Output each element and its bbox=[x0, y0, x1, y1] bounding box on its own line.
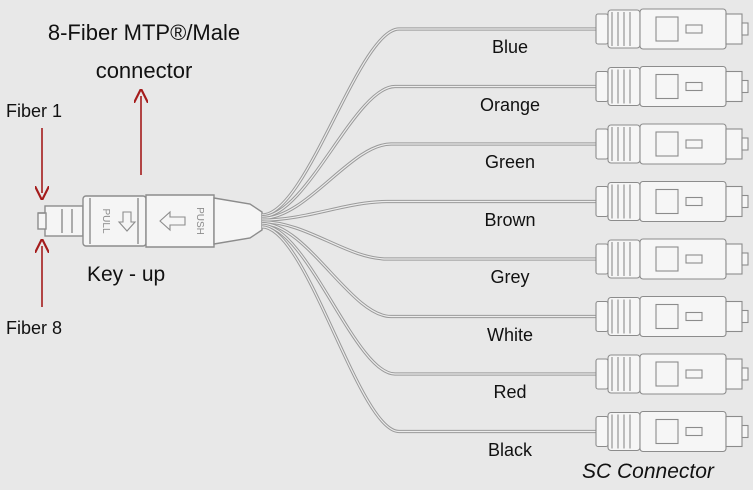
fiber-color-label: Green bbox=[484, 152, 536, 172]
sc-connector bbox=[595, 180, 749, 223]
sc-connector bbox=[595, 295, 749, 338]
fiber-color-label: Orange bbox=[479, 94, 541, 115]
sc-connector bbox=[595, 65, 749, 108]
sc-connector bbox=[595, 8, 749, 50]
fiber-color-label: White bbox=[486, 324, 533, 345]
key-up-label: Key - up bbox=[87, 263, 166, 286]
fiber-color-label: Grey bbox=[490, 267, 530, 287]
ferrule bbox=[44, 205, 84, 237]
sc-connector bbox=[595, 123, 749, 165]
pull-housing bbox=[82, 195, 147, 247]
sc-connector-label: SC Connector bbox=[582, 460, 714, 483]
fiber-1-label: Fiber 1 bbox=[6, 101, 63, 121]
push-text: PUSH bbox=[194, 207, 205, 235]
mtp-connector bbox=[37, 194, 263, 248]
sc-connectors bbox=[595, 8, 749, 453]
sc-connector bbox=[595, 410, 749, 453]
fanout-cables bbox=[261, 27, 596, 434]
pull-text: PULL bbox=[100, 208, 111, 233]
sc-connector bbox=[595, 238, 749, 280]
connector-title-line1: 8-Fiber MTP®/Male bbox=[47, 20, 241, 45]
sc-connector bbox=[595, 353, 749, 395]
fiber-color-label: Red bbox=[493, 382, 527, 402]
fiber-color-label: Black bbox=[487, 439, 532, 460]
fiber-8-label: Fiber 8 bbox=[6, 318, 63, 338]
connector-boot bbox=[213, 197, 263, 245]
fiber-cable bbox=[261, 223, 596, 376]
fiber-color-label: Brown bbox=[484, 209, 536, 230]
fiber-color-label: Blue bbox=[491, 37, 529, 57]
connector-title-line2: connector bbox=[95, 58, 193, 83]
